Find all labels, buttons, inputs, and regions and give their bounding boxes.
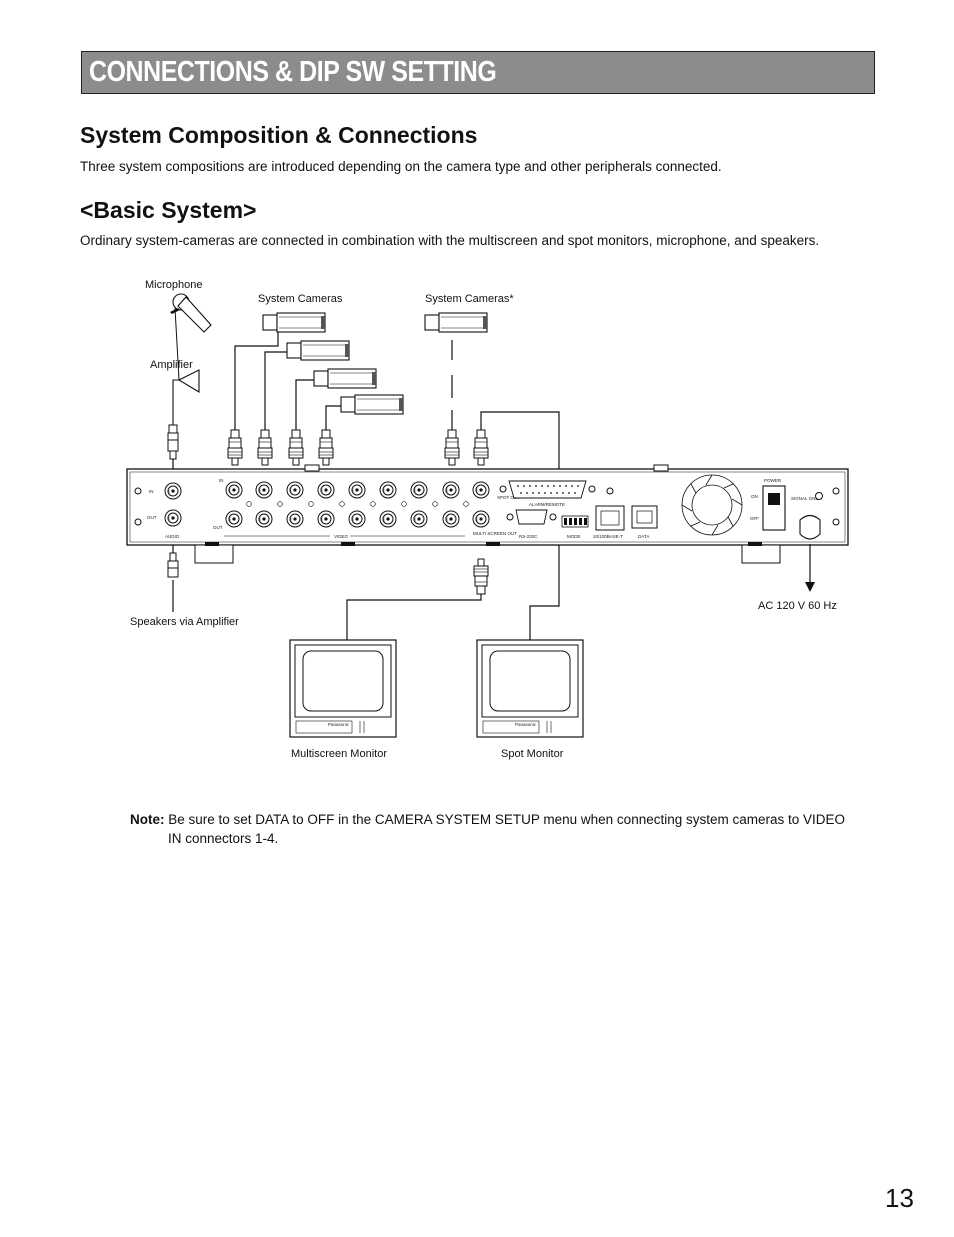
power-switch[interactable] xyxy=(762,485,786,531)
system-cameras-label: System Cameras xyxy=(258,293,343,305)
bnc-plug-icon xyxy=(473,558,489,595)
bnc-plug-icon xyxy=(257,429,273,466)
video-in-label: IN xyxy=(219,478,224,483)
page-number: 13 xyxy=(885,1183,914,1213)
signal-gnd-label: SIGNAL GND xyxy=(791,496,819,501)
subsection-heading: <Basic System> xyxy=(80,197,257,223)
alarm-remote-port xyxy=(508,480,587,499)
data-label: DATA xyxy=(638,534,649,539)
system-cameras-star-label: System Cameras* xyxy=(425,293,514,305)
power-off-label: OFF xyxy=(750,516,759,521)
note-text: Be sure to set DATA to OFF in the CAMERA… xyxy=(168,812,846,827)
power-cord-bushing xyxy=(799,514,821,540)
microphone-label: Microphone xyxy=(145,279,202,291)
section-heading: System Composition & Connections xyxy=(80,122,478,148)
audio-in-label: IN xyxy=(149,489,154,494)
system-camera-star-icon xyxy=(424,312,488,333)
system-camera-4-icon xyxy=(340,394,404,415)
multiscreen-monitor-icon xyxy=(289,639,397,738)
system-camera-1-icon xyxy=(262,312,326,333)
video-out-jacks xyxy=(225,510,490,528)
multiscreen-monitor-label: Multiscreen Monitor xyxy=(291,748,387,760)
mode-dip-switch[interactable] xyxy=(561,515,589,528)
recorder-rear-panel: IN OUT AUDIO IN OUT VIDEO SPOT xyxy=(126,464,849,592)
subsection-body: Ordinary system-cameras are connected in… xyxy=(80,233,820,248)
alarm-remote-label: ALARM/REMOTE xyxy=(529,502,565,507)
bnc-plug-icon xyxy=(288,429,304,466)
audio-out-label: OUT xyxy=(147,515,157,520)
note-label: Note: xyxy=(130,812,165,827)
multi-screen-out-label: MULTI SCREEN OUT xyxy=(473,531,517,536)
spot-monitor-icon xyxy=(476,639,584,738)
ac-power-label: AC 120 V 60 Hz xyxy=(758,600,837,612)
note-text-continued: IN connectors 1-4. xyxy=(168,831,279,846)
bnc-plug-icon xyxy=(444,429,460,466)
amplifier-icon xyxy=(172,307,200,425)
bnc-plug-icon xyxy=(318,429,334,466)
system-camera-3-icon xyxy=(313,368,377,389)
video-out-label: OUT xyxy=(213,525,223,530)
bnc-plug-icon xyxy=(227,429,243,466)
section-intro: Three system compositions are introduced… xyxy=(80,159,722,174)
fan-icon xyxy=(681,474,743,536)
page-title: CONNECTIONS & DIP SW SETTING xyxy=(89,56,497,88)
power-on-label: ON xyxy=(751,494,758,499)
ethernet-label: 10/100BASE-T xyxy=(593,534,623,539)
section-banner: CONNECTIONS & DIP SW SETTING xyxy=(81,51,875,94)
video-in-jacks xyxy=(225,481,490,499)
amplifier-label: Amplifier xyxy=(150,359,193,371)
video-label: VIDEO xyxy=(334,534,349,539)
note: Note: Be sure to set DATA to OFF in the … xyxy=(130,810,878,848)
spot-out-label: SPOT OUT xyxy=(497,495,520,500)
audio-label: AUDIO xyxy=(165,534,180,539)
bnc-plug-icon xyxy=(473,429,489,466)
mode-label: MODE xyxy=(567,534,581,539)
system-camera-2-icon xyxy=(286,340,350,361)
speakers-label: Speakers via Amplifier xyxy=(130,616,239,628)
spot-monitor-label: Spot Monitor xyxy=(501,748,564,760)
gnd-terminal xyxy=(815,492,823,500)
power-label: POWER xyxy=(764,478,782,483)
arrow-down-icon xyxy=(805,582,815,592)
rs232c-label: RS-232C xyxy=(519,534,538,539)
rs232c-port xyxy=(515,509,548,525)
system-connection-diagram: X Panasonic Microphone Amplifier System … xyxy=(126,279,849,760)
